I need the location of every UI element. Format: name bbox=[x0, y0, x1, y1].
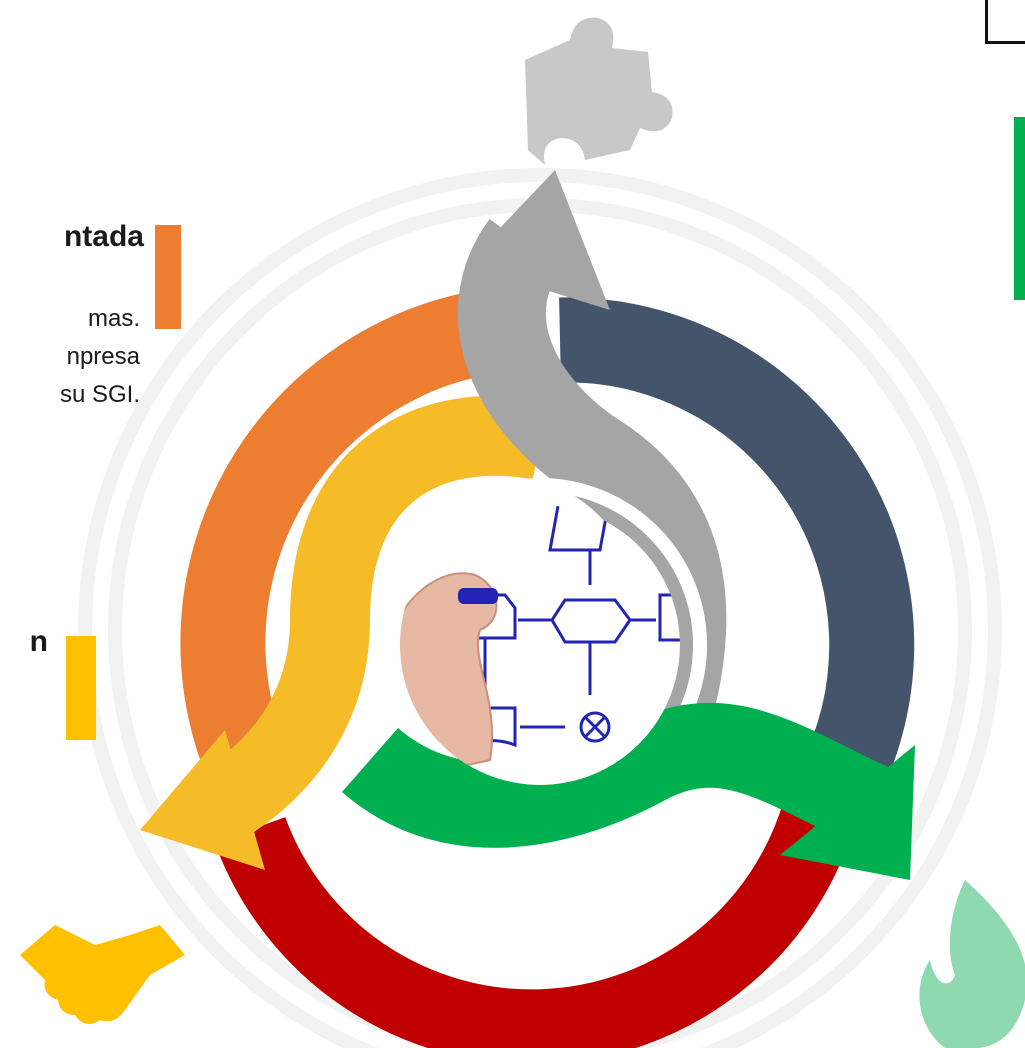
outline-box bbox=[985, 0, 1025, 44]
flowchart-hand-image bbox=[400, 505, 680, 785]
body-line-3: su SGI. bbox=[59, 381, 140, 408]
heading-bottom: n bbox=[29, 625, 48, 658]
green-band bbox=[342, 702, 898, 849]
green-accent-bar bbox=[1014, 117, 1025, 300]
body-line-1: mas. bbox=[87, 305, 140, 332]
orange-arc bbox=[180, 287, 506, 822]
yellow-accent-bar bbox=[66, 636, 96, 740]
gray-arrowhead bbox=[465, 170, 610, 310]
puzzle-piece-icon bbox=[525, 17, 673, 165]
green-arrowhead bbox=[780, 745, 915, 880]
gray-band bbox=[457, 219, 727, 754]
yellow-band bbox=[207, 395, 548, 834]
orange-accent-bar bbox=[155, 225, 181, 329]
body-line-2: npresa bbox=[66, 343, 140, 370]
dark-slate-arc bbox=[559, 297, 915, 811]
body-text: mas. npresa su SGI. bbox=[0, 300, 140, 414]
flame-icon bbox=[919, 880, 1025, 1048]
heading-top: ntada bbox=[63, 220, 144, 253]
yellow-arrowhead bbox=[140, 730, 265, 870]
red-arc bbox=[214, 799, 857, 1048]
handshake-icon bbox=[20, 925, 185, 1024]
